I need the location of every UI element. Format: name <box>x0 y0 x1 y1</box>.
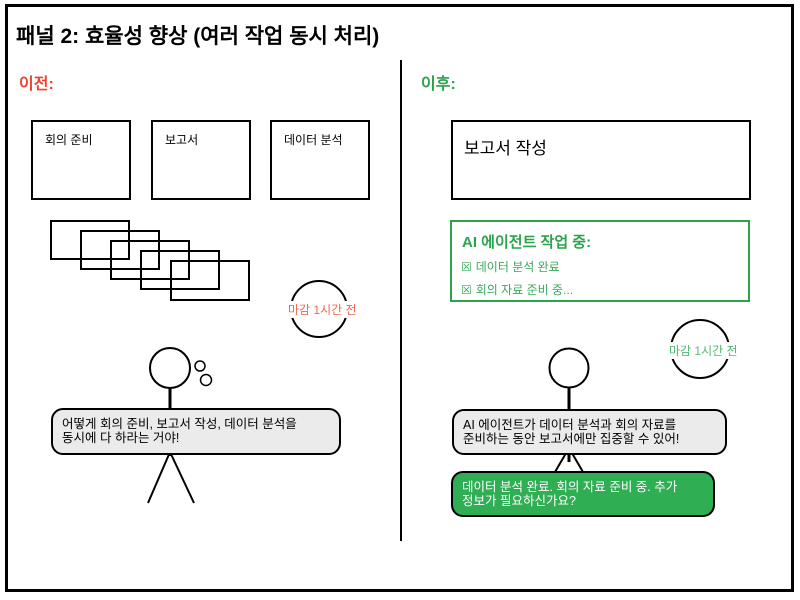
ai-status-item-label: 회의 자료 준비 중... <box>475 283 574 297</box>
task-box-label: 보고서 <box>165 133 199 147</box>
section-divider <box>400 60 402 541</box>
panel-title: 패널 2: 효율성 향상 (여러 작업 동시 처리) <box>16 25 380 48</box>
speech-line: 동시에 다 하라는 거야! <box>62 430 180 445</box>
stacked-window-5 <box>170 260 250 301</box>
stacked-window-4 <box>140 250 220 290</box>
deadline-label: 마감 1시간 전 <box>287 301 358 318</box>
speech-line: 준비하는 동안 보고서에만 집중할 수 있어! <box>463 431 680 446</box>
ai-agent-status-box: AI 에이전트 작업 중: ☒데이터 분석 완료 ☒회의 자료 준비 중... <box>450 220 750 302</box>
checkbox-x-icon: ☒ <box>461 283 472 297</box>
ai-status-item: ☒데이터 분석 완료 <box>461 258 748 275</box>
speech-bubble-stressed: 어떻게 회의 준비, 보고서 작성, 데이터 분석을 동시에 다 하라는 거야! <box>51 408 341 455</box>
speech-line: 정보가 필요하신가요? <box>462 493 576 508</box>
ai-agent-speech-bubble: 데이터 분석 완료. 회의 자료 준비 중. 추가 정보가 필요하신가요? <box>451 471 715 517</box>
task-box-report: 보고서 <box>151 120 251 200</box>
before-label: 이전: <box>19 76 54 93</box>
speech-bubble-relieved: AI 에이전트가 데이터 분석과 회의 자료를 준비하는 동안 보고서에만 집중… <box>452 409 727 455</box>
checkbox-x-icon: ☒ <box>461 260 472 274</box>
speech-line: AI 에이전트가 데이터 분석과 회의 자료를 <box>463 418 677 432</box>
task-box-label: 회의 준비 <box>45 133 93 147</box>
task-box-label: 데이터 분석 <box>284 133 343 147</box>
task-box-label: 보고서 작성 <box>464 139 547 158</box>
task-box-data-analysis: 데이터 분석 <box>270 120 370 200</box>
speech-line: 데이터 분석 완료. 회의 자료 준비 중. 추가 <box>462 480 678 494</box>
after-label: 이후: <box>421 76 456 93</box>
ai-status-header: AI 에이전트 작업 중: <box>462 234 592 251</box>
panel-border <box>5 4 794 592</box>
task-box-meeting-prep: 회의 준비 <box>31 120 131 200</box>
task-box-report-writing: 보고서 작성 <box>451 120 751 200</box>
ai-status-item-label: 데이터 분석 완료 <box>475 260 560 274</box>
deadline-label: 마감 1시간 전 <box>668 342 739 359</box>
speech-line: 어떻게 회의 준비, 보고서 작성, 데이터 분석을 <box>62 417 297 431</box>
ai-status-item: ☒회의 자료 준비 중... <box>461 281 748 298</box>
